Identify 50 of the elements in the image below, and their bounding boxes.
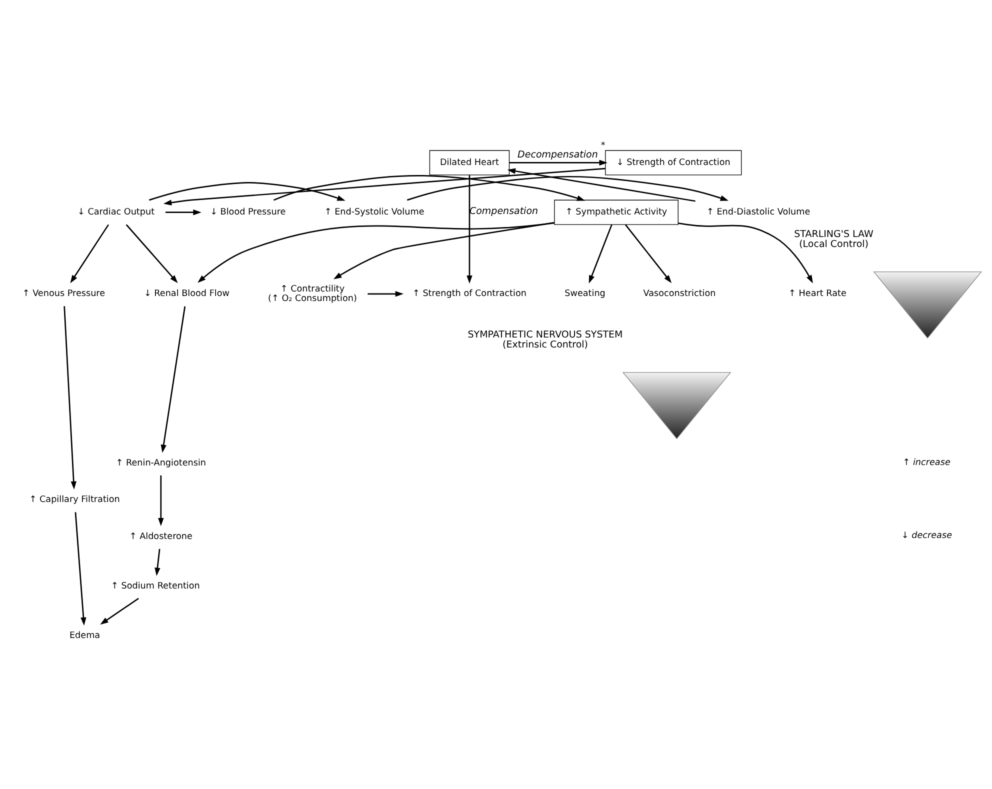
node-label: SYMPATHETIC NERVOUS SYSTEM: [467, 330, 622, 341]
node-label: (Extrinsic Control): [502, 340, 588, 351]
arrow: [678, 222, 812, 284]
node-text: Vasoconstriction: [642, 289, 716, 300]
node-text: ↓ Cardiac Output: [77, 208, 154, 218]
arrow: [367, 291, 404, 297]
node-text: ↑ Contractility (↑ O₂ Consumption): [268, 284, 356, 304]
node-label: (Local Control): [798, 239, 868, 250]
node-text: Edema: [68, 631, 100, 642]
arrow: [588, 224, 612, 284]
arrow: [165, 209, 201, 216]
arrow: [100, 598, 138, 625]
arrow: [508, 160, 607, 166]
node-text: ↑ Aldosterone: [128, 532, 192, 542]
arrow: [273, 175, 585, 201]
arrow: [74, 512, 86, 626]
arrow: [160, 306, 186, 453]
node-label: STARLING'S LAW: [794, 228, 873, 240]
node-text: ↓ Renal Blood Flow: [143, 289, 229, 300]
arrow: [154, 548, 160, 576]
node-text: ↑ End-Systolic Volume: [324, 208, 424, 218]
node-text: ↓ Blood Pressure: [210, 208, 286, 218]
arrow: [158, 475, 164, 526]
node-text: ↑ Venous Pressure: [22, 289, 105, 300]
arrow: [506, 168, 695, 202]
arrow: [148, 182, 345, 201]
node-text: ↑ Sodium Retention: [110, 581, 200, 592]
node-text: ↑ Strength of Contraction: [412, 289, 526, 300]
arrow: [63, 306, 76, 490]
edge-label: Decompensation: [517, 149, 598, 160]
arrow: [406, 176, 728, 201]
arrow: [162, 168, 605, 206]
legend-label: ↓ decrease: [900, 531, 952, 542]
node-label: *: [600, 141, 605, 152]
node-text: ↑ Heart Rate: [788, 289, 846, 300]
node-box: ↓ Strength of Contraction: [604, 150, 742, 176]
node-text: ↑ Renin-Angiotensin: [115, 458, 206, 468]
arrow: [332, 222, 554, 280]
edge-label: Compensation: [468, 206, 538, 218]
node-text: ↑ End-Diastolic Volume: [706, 208, 810, 218]
arrow: [70, 224, 108, 284]
node-box: ↑ Sympathetic Activity: [554, 200, 678, 225]
node-text: Sweating: [564, 289, 605, 300]
node-box: Dilated Heart: [428, 150, 510, 176]
arrow: [466, 175, 472, 284]
arrow: [624, 224, 672, 284]
arrow: [125, 224, 178, 284]
arrow: [197, 222, 554, 283]
legend-label: ↑ increase: [902, 458, 950, 468]
node-text: ↑ Capillary Filtration: [28, 495, 120, 506]
